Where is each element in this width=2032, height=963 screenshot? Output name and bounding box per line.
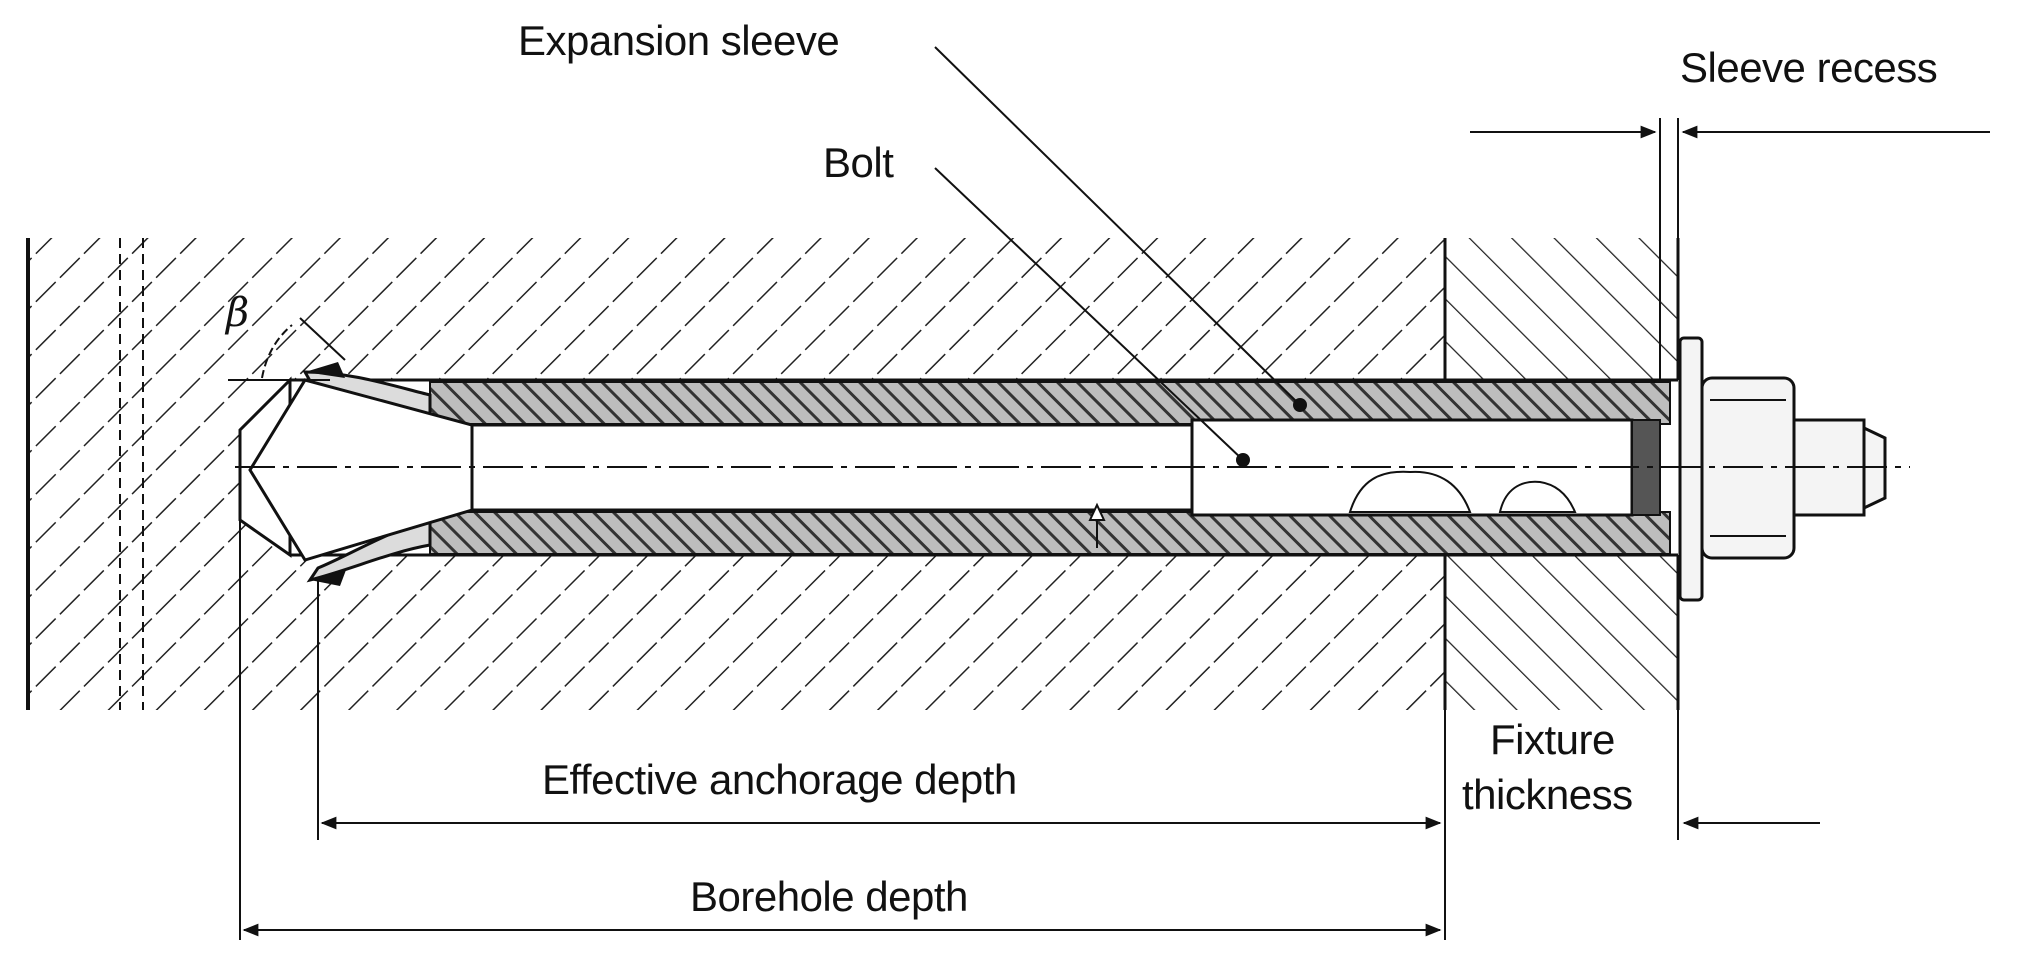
fixture-plate	[1443, 238, 1680, 710]
washer-and-nut	[1678, 336, 1887, 602]
effective-anchorage-dimension	[317, 580, 1442, 840]
borehole-depth-label: Borehole depth	[690, 873, 968, 920]
angle-beta-label: β	[226, 290, 250, 336]
angle-indicator	[228, 317, 346, 381]
fixture-label-line2: thickness	[1462, 771, 1633, 818]
fixture-thickness-dimension	[1444, 710, 1820, 940]
sleeve-recess-label: Sleeve recess	[1680, 44, 1938, 91]
effective-anchorage-depth-label: Effective anchorage depth	[542, 756, 1017, 803]
sleeve-recess-dimension	[1470, 118, 1990, 380]
leader-lines	[934, 46, 1307, 467]
bolt-label: Bolt	[823, 139, 894, 186]
concrete-base	[26, 238, 1445, 710]
expansion-sleeve-label: Expansion sleeve	[518, 17, 840, 64]
borehole-depth-dimension	[239, 520, 1442, 940]
fixture-label-line1: Fixture	[1490, 716, 1615, 763]
